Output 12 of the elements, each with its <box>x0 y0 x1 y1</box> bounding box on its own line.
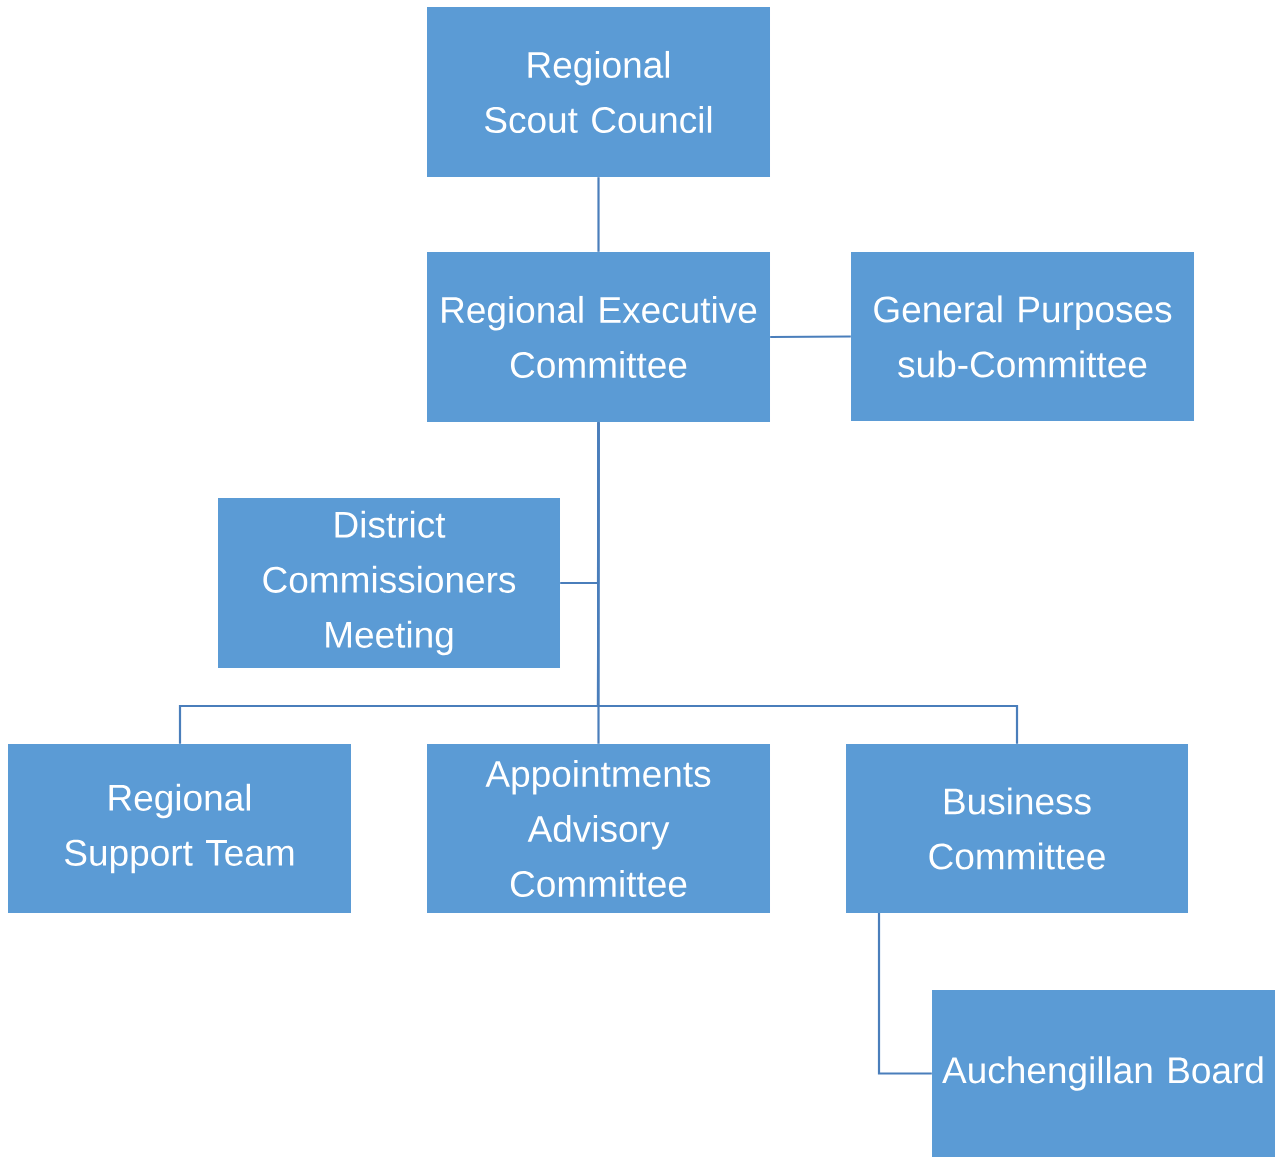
org-box: District Commissioners Meeting <box>218 498 560 668</box>
connector-line <box>877 913 932 1075</box>
org-box: Regional Scout Council <box>427 7 770 177</box>
org-box: Business Committee <box>846 744 1188 913</box>
connector-line <box>596 422 1019 744</box>
connector-line <box>597 177 600 252</box>
connector-line <box>770 335 851 339</box>
org-box: Regional Support Team <box>8 744 351 913</box>
org-box: Auchengillan Board <box>932 990 1275 1157</box>
org-box: General Purposes sub-Committee <box>851 252 1194 421</box>
org-box: Appointments Advisory Committee <box>427 744 770 913</box>
org-box: Regional Executive Committee <box>427 252 770 422</box>
